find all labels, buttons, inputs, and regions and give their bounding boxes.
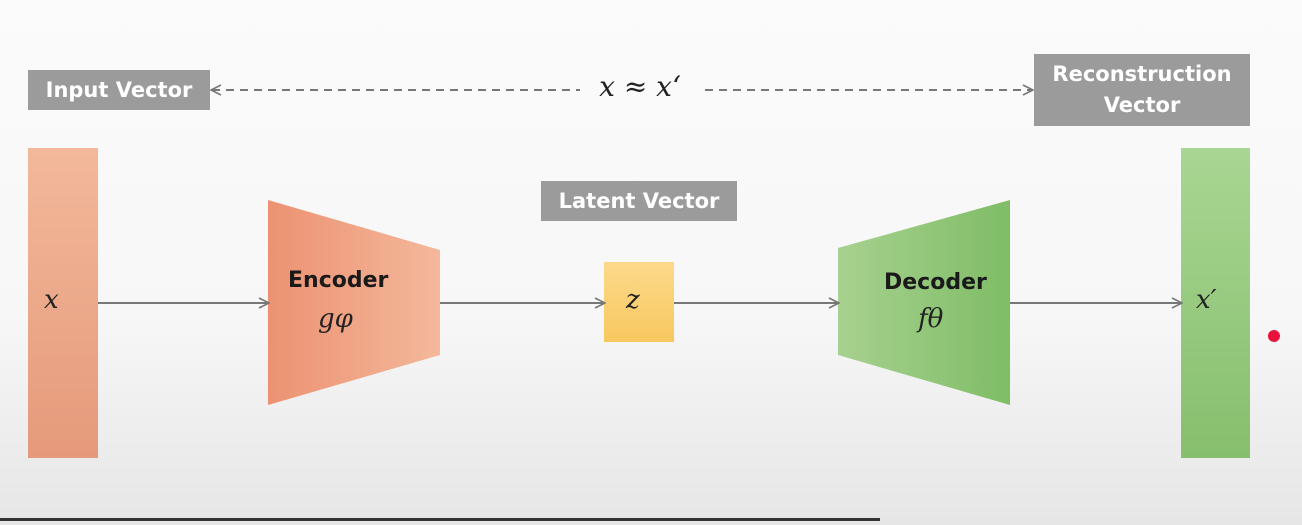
reconstruction-vector-bar (1181, 148, 1250, 458)
input-vector-label-text: Input Vector (45, 77, 193, 102)
encoder-title: Encoder (288, 268, 389, 293)
latent-vector-box (604, 262, 674, 342)
latent-vector-label: Latent Vector (541, 181, 737, 221)
decoder-function: fθ (918, 304, 944, 334)
reconstruction-label-line1: Reconstruction (1052, 62, 1232, 86)
latent-symbol: z (626, 285, 640, 315)
input-vector-bar (28, 148, 98, 458)
input-vector-label: Input Vector (28, 70, 210, 110)
pointer-dot (1268, 330, 1280, 342)
output-symbol: x′ (1196, 285, 1217, 315)
reconstruction-vector-label: Reconstruction Vector (1034, 54, 1250, 126)
latent-vector-label-text: Latent Vector (558, 188, 720, 213)
input-symbol: x (44, 285, 59, 315)
encoder-function: gφ (318, 304, 353, 334)
decoder-title: Decoder (884, 270, 987, 295)
reconstruction-label-line2: Vector (1103, 93, 1181, 117)
encoder-block (268, 200, 440, 405)
reconstruction-relation: x ≈ x‘ (599, 70, 681, 103)
bottom-progress-line (0, 518, 880, 521)
decoder-block (838, 200, 1010, 405)
